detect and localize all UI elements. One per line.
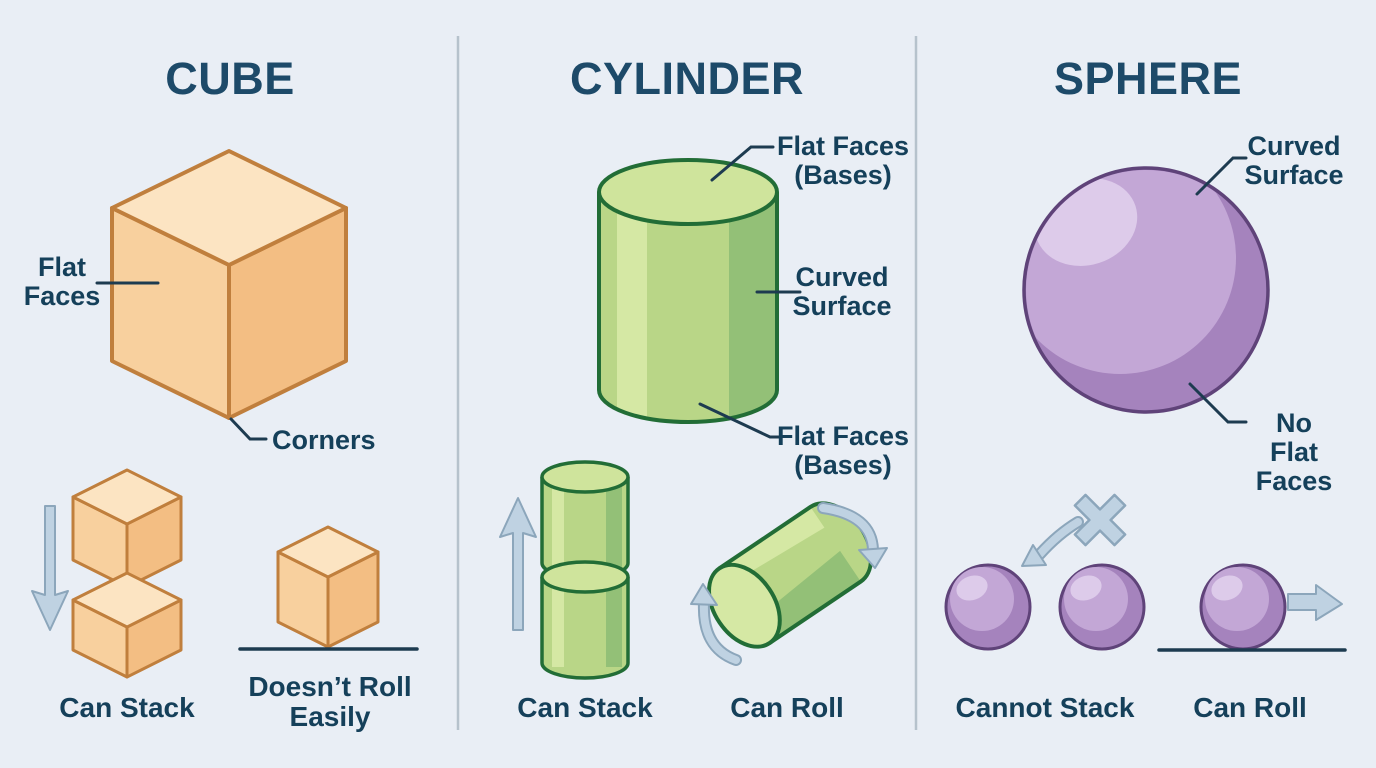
sphere-pair (944, 563, 1146, 651)
pointer-sphere-surface (1195, 156, 1248, 196)
pointer-cyl-top (710, 145, 775, 182)
label-sphere-no-flat: No Flat Faces (1255, 408, 1333, 496)
rolling-sphere (1199, 563, 1287, 651)
caption-sphere-roll: Can Roll (1193, 692, 1307, 723)
pointer-cyl-bottom (698, 402, 783, 439)
label-sphere-curved: Curved Surface (1244, 131, 1344, 190)
label-cyl-flat-top: Flat Faces (Bases) (776, 131, 910, 190)
label-cyl-curved: Curved Surface (792, 262, 892, 321)
column-title-cylinder: CYLINDER (569, 53, 805, 104)
small-cube (276, 525, 380, 649)
right-arrow-icon (1287, 584, 1343, 621)
label-cyl-flat-bottom: Flat Faces (Bases) (776, 421, 910, 480)
caption-cube-stack: Can Stack (59, 692, 195, 723)
no-stack-arrow-icon (1021, 516, 1084, 567)
caption-sphere-stack: Cannot Stack (955, 692, 1135, 723)
caption-cube-roll: Doesn’t Roll Easily (248, 671, 412, 732)
stacked-cubes (71, 468, 183, 679)
cube-shape (110, 149, 348, 420)
roll-arrows-icon (690, 502, 888, 666)
down-arrow-icon (31, 505, 69, 631)
tilted-cylinder (707, 501, 873, 649)
label-cube-corners: Corners (272, 425, 376, 455)
caption-cyl-roll: Can Roll (730, 692, 844, 723)
cylinder-shape (597, 158, 779, 424)
up-arrow-icon (499, 497, 537, 631)
stacked-cylinders (540, 460, 630, 680)
column-title-sphere: SPHERE (1053, 53, 1243, 104)
pointer-sphere-noflat (1188, 382, 1248, 424)
label-cube-flat-faces: Flat Faces (23, 252, 101, 311)
caption-cyl-stack: Can Stack (517, 692, 653, 723)
pointer-cube-corners (229, 417, 268, 441)
x-mark-icon (1073, 493, 1127, 547)
column-title-cube: CUBE (165, 53, 295, 104)
sphere-shape (1022, 166, 1270, 414)
